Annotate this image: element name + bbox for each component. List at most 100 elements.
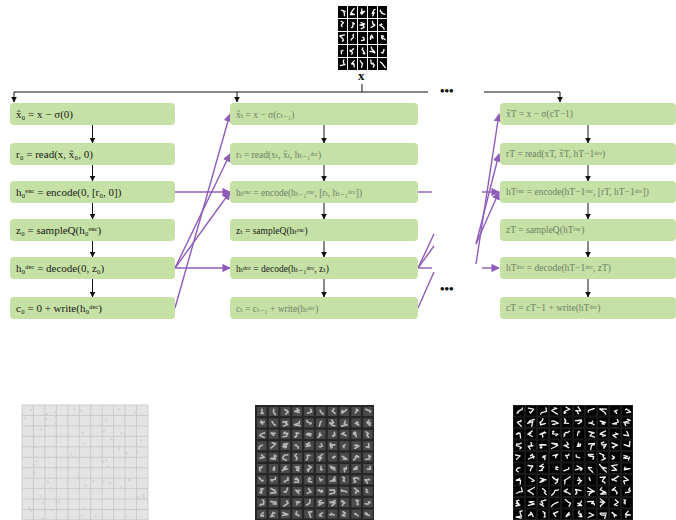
canvas-image [513, 405, 633, 520]
patch-cell [328, 487, 338, 496]
digit-cell [586, 440, 597, 451]
digit-cell [574, 429, 585, 440]
digit-stroke [342, 490, 347, 492]
patch-cell [351, 453, 361, 462]
input-wire [237, 92, 238, 102]
digit-cell [574, 463, 585, 474]
patch-cell [304, 418, 314, 427]
noise-dot [83, 443, 85, 445]
digit-cell [574, 406, 585, 417]
digit-stroke [343, 445, 345, 448]
digit-stroke [261, 513, 263, 517]
noise-dot [34, 446, 36, 448]
digit-stroke [333, 456, 336, 458]
grid-line [22, 467, 148, 468]
digit-stroke [576, 455, 580, 458]
input-wire [14, 92, 15, 102]
digit-stroke [309, 512, 312, 517]
digit-stroke [350, 9, 354, 15]
digit-cell [526, 509, 537, 520]
digit-stroke [330, 477, 335, 481]
digit-stroke [588, 488, 595, 496]
digit-cell [338, 45, 347, 57]
digit-stroke [528, 431, 533, 437]
digit-stroke [295, 433, 299, 438]
continuation-line [476, 192, 499, 244]
patch-cell [340, 510, 350, 519]
digit-stroke [589, 443, 595, 449]
digit-stroke [361, 9, 365, 14]
continuation-line [482, 191, 499, 192]
digit-stroke [380, 62, 385, 68]
patch-cell [281, 453, 291, 462]
noise-dot [117, 408, 119, 410]
arrow-connector [92, 203, 93, 219]
process-box: rT = read(xT, x̂T, hT−1ᵈᵉᶜ) [500, 143, 676, 165]
grid-line [22, 499, 148, 500]
patch-cell [269, 407, 279, 416]
arrow-connector [588, 241, 589, 257]
digit-stroke [624, 432, 629, 436]
patch-cell [269, 464, 279, 473]
digit-stroke [352, 61, 355, 67]
digit-stroke [566, 513, 570, 517]
digit-cell [586, 417, 597, 428]
digit-cell [538, 440, 549, 451]
continuation-line [418, 246, 434, 268]
digit-stroke [307, 433, 312, 436]
digit-stroke [528, 502, 534, 506]
noise-dot [75, 415, 77, 417]
digit-stroke [295, 445, 298, 449]
digit-stroke [367, 466, 370, 469]
digit-stroke [271, 512, 275, 516]
digit-cell [622, 440, 633, 451]
digit-stroke [371, 22, 375, 28]
noise-dot [40, 428, 42, 430]
patch-cell [281, 464, 291, 473]
digit-stroke [284, 488, 288, 492]
digit-stroke [330, 466, 335, 470]
process-box: c₀ = 0 + write(h₀ᵈᵉᶜ) [10, 297, 175, 319]
digit-cell [368, 32, 377, 44]
digit-stroke [528, 454, 534, 459]
digit-stroke [564, 442, 569, 448]
grid-line [22, 415, 148, 416]
digit-stroke [624, 500, 626, 504]
digit-cell [538, 406, 549, 417]
noise-dot [42, 517, 44, 519]
process-box: zT = sampleQ(hTᵉⁿᶜ) [500, 219, 676, 241]
digit-stroke [260, 500, 263, 506]
noise-dot [58, 501, 60, 503]
digit-stroke [296, 502, 300, 505]
digit-cell [598, 498, 609, 509]
digit-stroke [296, 512, 299, 516]
digit-cell [598, 509, 609, 520]
digit-cell [610, 475, 621, 486]
digit-stroke [272, 422, 276, 426]
digit-cell [538, 475, 549, 486]
grid-line [22, 405, 148, 406]
patch-cell [304, 487, 314, 496]
patch-cell [340, 441, 350, 450]
arrow-connector [92, 125, 93, 143]
grid-line [90, 405, 91, 520]
digit-cell [348, 19, 357, 31]
digit-cell [358, 45, 367, 57]
process-box: rₜ = read(xₜ, x̂ₜ, hₜ₋₁ᵈᵉᶜ) [230, 143, 418, 165]
digit-stroke [624, 442, 630, 447]
digit-cell [574, 509, 585, 520]
digit-stroke [306, 443, 310, 447]
noise-dot [28, 507, 30, 509]
formula-text: rT = read(xT, x̂T, hT−1ᵈᵉᶜ) [506, 149, 605, 159]
patch-cell [257, 430, 267, 439]
noise-dot [119, 446, 121, 448]
digit-stroke [624, 477, 629, 484]
formula-text: x̂₀ = x − σ(0) [16, 108, 73, 120]
digit-stroke [516, 479, 520, 484]
patch-cell [292, 430, 302, 439]
digit-cell [550, 509, 561, 520]
patch-cell [340, 453, 350, 462]
noise-dot [80, 410, 82, 412]
digit-stroke [261, 421, 265, 424]
digit-stroke [543, 488, 547, 494]
